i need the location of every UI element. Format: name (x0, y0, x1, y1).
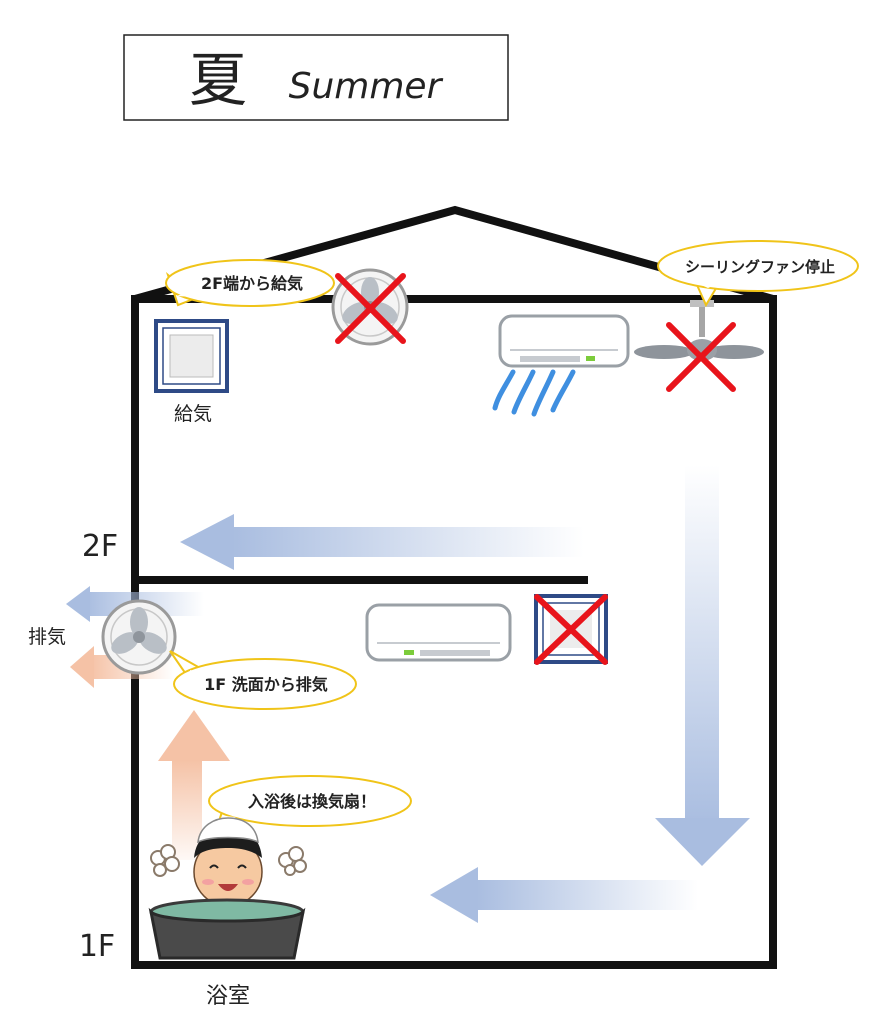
floor-label-1f: 1F (79, 929, 115, 964)
floor-label-2f: 2F (82, 529, 118, 564)
bathroom-label: 浴室 (206, 984, 250, 1009)
disabled-x-icon-ceiling-fan (666, 322, 736, 392)
supply-wind-lines (210, 333, 299, 401)
supply-label: 給気 (174, 403, 212, 425)
airflow-arrow-up-bath (158, 710, 230, 860)
air-conditioner-icon-2f (498, 314, 630, 368)
callout-supply-2f-text: 2F端から給気 (201, 274, 303, 293)
exhaust-fan-icon (101, 599, 177, 675)
title-kanji: 夏 (189, 46, 247, 114)
callout-after-bath-text: 入浴後は換気扇！ (248, 792, 376, 811)
supply-vent (154, 319, 229, 393)
callout-supply-2f: 2F端から給気 (165, 259, 335, 307)
callout-ceiling-fan-stop: シーリングファン停止 (657, 240, 859, 308)
airflow-arrow-2f-left (180, 514, 584, 570)
disabled-x-icon-2f-fan (335, 273, 406, 344)
callout-ceiling-fan-stop-text: シーリングファン停止 (685, 258, 835, 276)
airflow-arrow-down (655, 465, 750, 866)
bathing-person-icon (148, 817, 307, 960)
callout-exhaust-1f: 1F 洗面から排気 (169, 650, 357, 710)
air-conditioner-icon-1f (365, 603, 512, 662)
airflow-arrow-1f-left (430, 867, 698, 923)
ac-wind-icon (492, 369, 576, 417)
disabled-x-icon-1f-vent (534, 594, 608, 665)
title-box: 夏 Summer (123, 34, 509, 121)
title-english: Summer (289, 66, 444, 107)
exhaust-label: 排気 (28, 626, 66, 648)
callout-exhaust-1f-text: 1F 洗面から排気 (204, 675, 328, 694)
